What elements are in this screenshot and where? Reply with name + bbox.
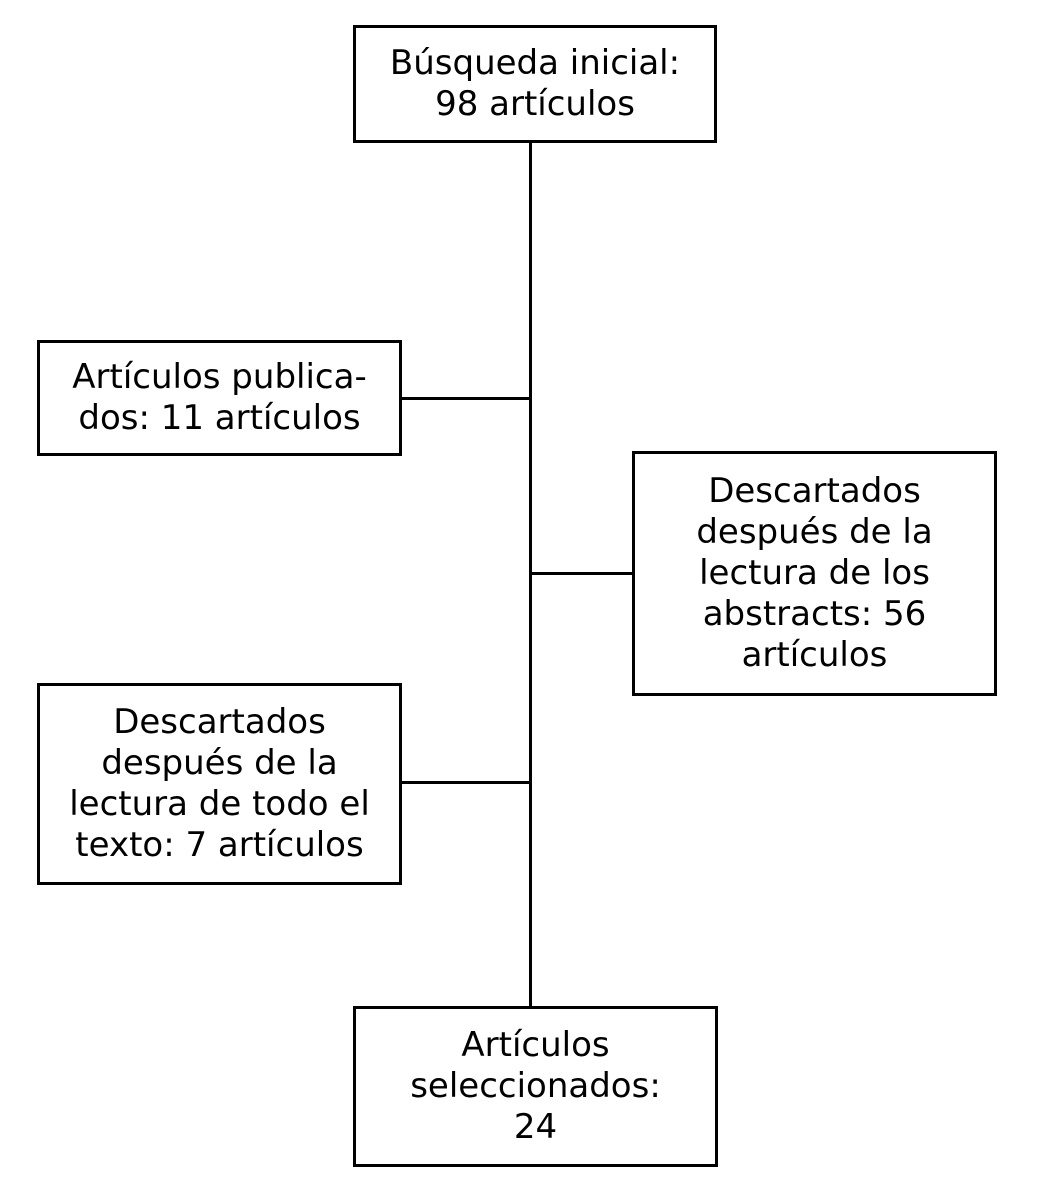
node-articles-published: Artículos publica- dos: 11 artículos bbox=[37, 340, 402, 456]
node-discarded-after-abstracts: Descartados después de la lectura de los… bbox=[632, 451, 997, 696]
node-articles-published-label: Artículos publica- dos: 11 artículos bbox=[72, 357, 367, 438]
node-discarded-after-fulltext-label: Descartados después de la lectura de tod… bbox=[69, 702, 370, 865]
node-articles-selected: Artículos seleccionados: 24 bbox=[353, 1006, 718, 1167]
node-discarded-after-abstracts-label: Descartados después de la lectura de los… bbox=[696, 471, 933, 675]
node-discarded-after-fulltext: Descartados después de la lectura de tod… bbox=[37, 683, 402, 885]
connector-published-branch bbox=[402, 397, 531, 400]
node-initial-search: Búsqueda inicial: 98 artículos bbox=[353, 25, 717, 143]
connector-discarded-abstracts-branch bbox=[530, 572, 632, 575]
node-initial-search-label: Búsqueda inicial: 98 artículos bbox=[389, 43, 681, 124]
node-articles-selected-label: Artículos seleccionados: 24 bbox=[410, 1025, 661, 1147]
connector-discarded-fulltext-branch bbox=[402, 781, 531, 784]
